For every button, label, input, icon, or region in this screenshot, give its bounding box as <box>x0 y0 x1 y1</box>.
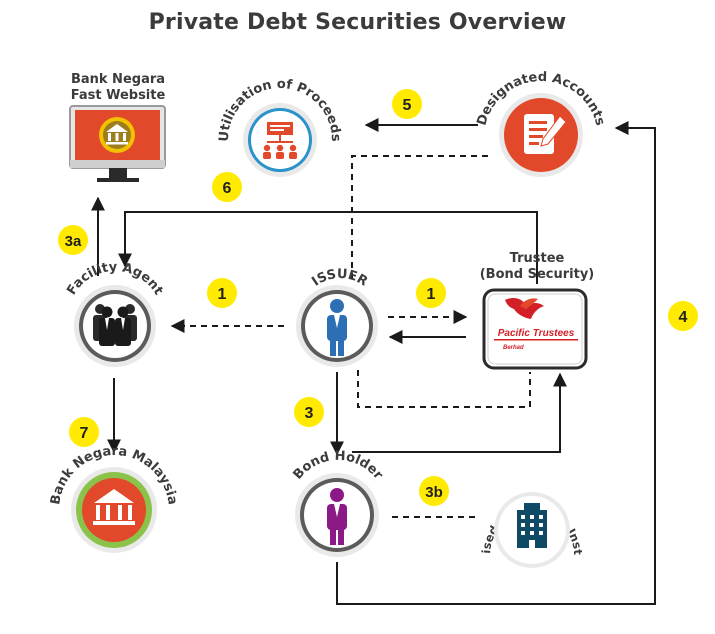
arrow-bond-holder-to-trustee <box>352 372 567 453</box>
node-facility-agent: Facility Agent <box>64 260 166 367</box>
trustee-frame <box>482 288 588 370</box>
node-bank-negara-website: Bank Negara Fast Website <box>69 72 166 182</box>
trustee-logo-subtext: Berhad <box>503 345 524 351</box>
dove-logo-icon <box>505 298 544 319</box>
step-badge-3b: 3b <box>419 476 449 506</box>
svg-text:7: 7 <box>80 425 89 442</box>
org-chart-icon <box>243 103 317 177</box>
person-purple-icon <box>295 473 379 557</box>
svg-text:3: 3 <box>305 405 314 422</box>
node-bond-holder: Bond Holder <box>291 449 386 557</box>
office-building-icon <box>494 492 570 568</box>
node-bank-negara-malaysia: Bank Negara Malaysia <box>48 444 180 553</box>
person-blue-icon <box>296 285 378 367</box>
arrow-bond-holder-to-designated <box>336 121 656 605</box>
svg-text:5: 5 <box>403 97 412 114</box>
monitor-icon <box>69 105 166 182</box>
svg-text:1: 1 <box>427 286 436 303</box>
step-badge-4: 4 <box>668 301 698 331</box>
node-issuer: ISSUER <box>296 267 378 367</box>
svg-text:4: 4 <box>679 309 688 326</box>
step-badge-3: 3 <box>294 397 324 427</box>
page-title: Private Debt Securities Overview <box>148 10 567 35</box>
node-utilisation-of-proceeds: Utilisation of Proceeds <box>217 77 343 177</box>
step-badge-3a: 3a <box>58 225 88 255</box>
svg-text:6: 6 <box>223 180 232 197</box>
dashed-issuer-trustee-loop <box>357 370 531 408</box>
step-badge-7: 7 <box>69 417 99 447</box>
people-group-icon <box>74 285 156 367</box>
trustee-label-line1: Trustee <box>510 251 565 266</box>
step-badges: 5 6 3a 1 1 3 3b 4 <box>58 89 698 506</box>
svg-text:3b: 3b <box>425 484 443 501</box>
node-trustee: Trustee (Bond Security) Pacific Trustees… <box>480 251 595 370</box>
document-pen-icon <box>499 93 583 177</box>
bank-building-icon <box>71 467 157 553</box>
svg-text:3a: 3a <box>65 233 82 250</box>
website-label-line1: Bank Negara <box>71 72 165 87</box>
step-badge-6: 6 <box>212 172 242 202</box>
trustee-label-line2: (Bond Security) <box>480 267 595 282</box>
dashed-designated-to-issuer <box>351 155 488 280</box>
website-label-line2: Fast Website <box>71 88 166 103</box>
connectors <box>91 118 656 605</box>
step-badge-5: 5 <box>392 89 422 119</box>
node-designated-accounts: Designated Accounts <box>474 70 608 177</box>
step-badge-1-facility: 1 <box>207 278 237 308</box>
svg-text:1: 1 <box>218 286 227 303</box>
trustee-logo-text: Pacific Trustees <box>498 328 575 339</box>
step-badge-1-trustee: 1 <box>416 278 446 308</box>
arrow-trustee-to-facility-agent <box>118 211 538 284</box>
